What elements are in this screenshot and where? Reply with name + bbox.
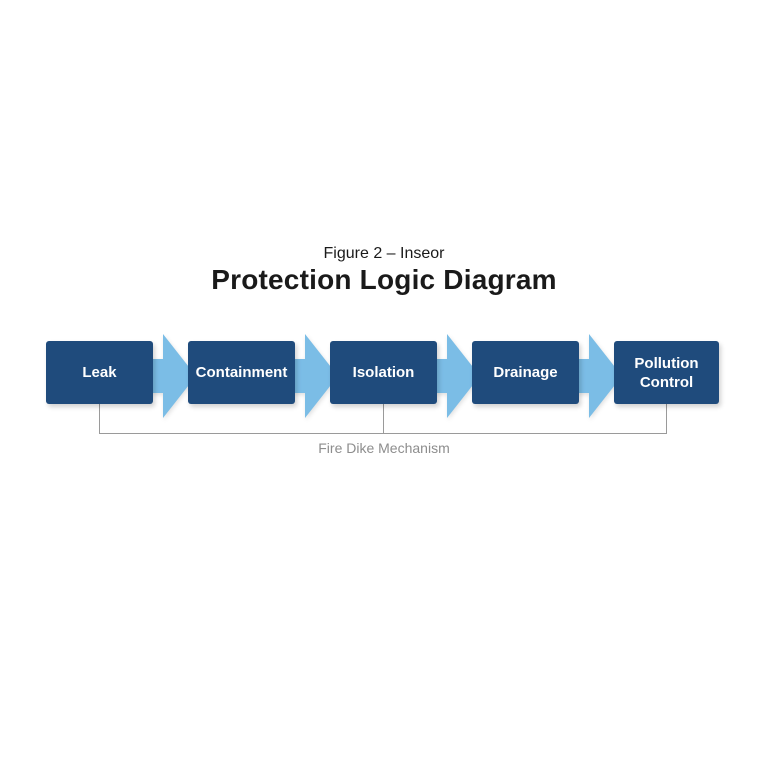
bracket-label: Fire Dike Mechanism: [318, 440, 450, 456]
flow-arrow-icon: [292, 334, 338, 418]
flow-step-label: Pollution Control: [634, 354, 699, 391]
flow-arrow-icon: [576, 334, 622, 418]
flow-step-pollution-control: Pollution Control: [614, 341, 719, 404]
flow-step-leak: Leak: [46, 341, 153, 404]
flow-step-containment: Containment: [188, 341, 295, 404]
bracket-vertical-line-isolation: [383, 404, 384, 433]
flow-arrow-icon: [434, 334, 480, 418]
bracket-horizontal-line: [99, 433, 667, 434]
flow-step-label: Isolation: [352, 364, 415, 381]
figure-caption: Figure 2 – Inseor: [323, 245, 445, 262]
flow-step-label: Containment: [195, 364, 288, 381]
flow-step-label: Drainage: [493, 364, 558, 381]
flow-step-drainage: Drainage: [472, 341, 579, 404]
flow-arrow-icon: [150, 334, 196, 418]
figure-title: Protection Logic Diagram: [211, 264, 557, 295]
bracket-vertical-line-pollution-control: [666, 404, 667, 433]
flow-step-label: Leak: [82, 364, 117, 381]
bracket-vertical-line-leak: [99, 404, 100, 433]
flow-step-isolation: Isolation: [330, 341, 437, 404]
